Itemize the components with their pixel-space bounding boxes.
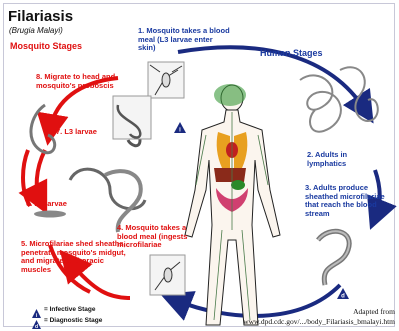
infective-stage-icon: i — [32, 305, 41, 314]
credit-line-2: www.dpd.cdc.gov/.../body_Filariasis_bmal… — [243, 317, 395, 326]
step-1-label: 1. Mosquito takes a blood meal (L3 larva… — [138, 27, 230, 53]
step-6-label: 6. L1 larvae — [26, 200, 86, 209]
adult-worms — [300, 67, 378, 131]
diagram-title: Filariasis — [8, 8, 73, 25]
step-2-label: 2. Adults in lymphatics — [307, 151, 369, 168]
diagnostic-marker-right: d — [337, 288, 349, 300]
mosquito-stages-heading: Mosquito Stages — [10, 41, 82, 51]
mosquito-cycle-arrow-left — [37, 150, 45, 200]
l1-larva-worm — [34, 211, 66, 218]
microfilariae-sheathed — [318, 231, 349, 285]
infective-marker-top: i — [174, 122, 186, 134]
mosquito-bottom — [150, 255, 185, 295]
human-organs — [214, 132, 248, 212]
svg-text:d: d — [341, 294, 345, 300]
svg-text:d: d — [35, 324, 38, 329]
step-7-label: 7. L3 larvae — [56, 128, 116, 137]
legend-infective-label: = Infective Stage — [44, 306, 95, 313]
diagram-subtitle: (Brugia Malayi) — [9, 26, 63, 35]
human-stages-heading: Human Stages — [260, 48, 323, 58]
legend-diagnostic-label: = Diagnostic Stage — [44, 317, 102, 324]
mosquito-cycle-arrow-mid — [23, 150, 30, 206]
head-highlight — [214, 84, 246, 106]
step-3-label: 3. Adults produce sheathed microfilariae… — [305, 184, 385, 218]
step-8-label: 8. Migrate to head and mosquito's probos… — [36, 73, 126, 90]
step-5-label: 5. Microfilariae shed sheaths, penetrate… — [21, 240, 131, 274]
credit-line-1: Adapted from — [353, 307, 395, 316]
mosquito-head-panel — [113, 96, 151, 139]
diagnostic-stage-icon: d — [32, 316, 41, 325]
mosquito-top — [148, 62, 184, 98]
